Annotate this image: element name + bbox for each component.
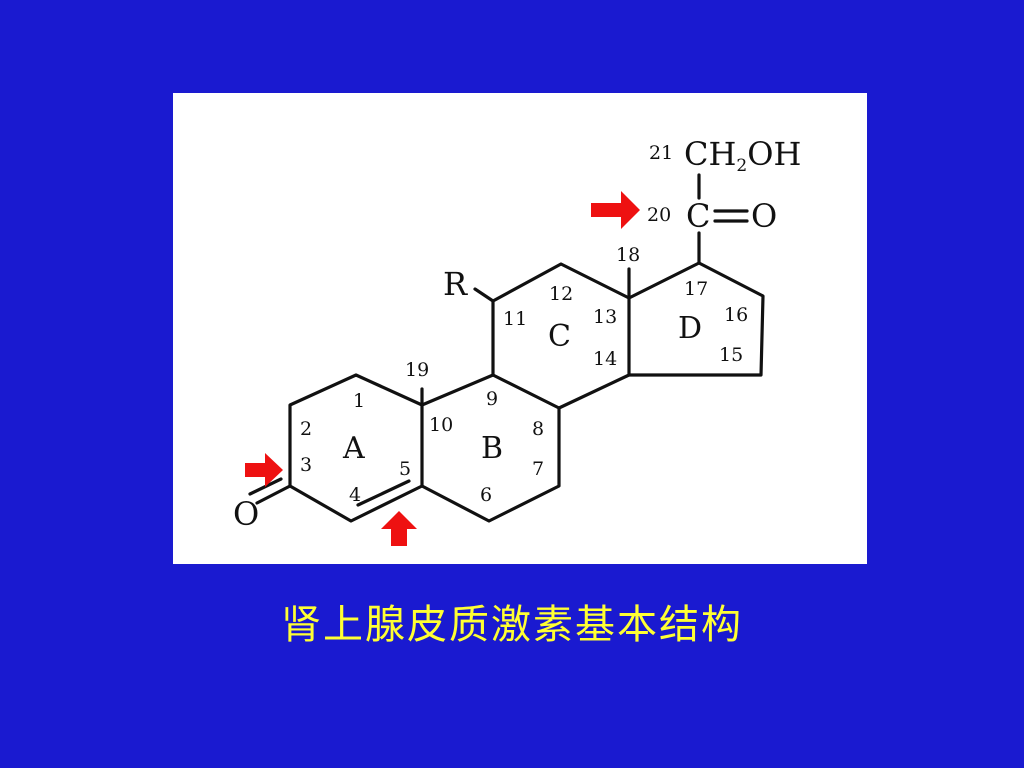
- oxygen-20: O: [751, 197, 777, 235]
- ring-c-bonds: [491, 262, 631, 410]
- position-5: 5: [399, 458, 411, 480]
- red-arrow-right-20: [591, 191, 640, 229]
- ring-letter-c: C: [548, 319, 571, 354]
- position-18: 18: [616, 244, 640, 266]
- position-15: 15: [719, 344, 743, 366]
- position-16: 16: [724, 304, 748, 326]
- steroid-skeleton-diagram: 1 2 3 4 5 6 7 8 9 10 11 12 13 14 15 16 1…: [233, 135, 801, 546]
- red-arrow-up-4-5: [381, 511, 417, 546]
- position-numbers: 1 2 3 4 5 6 7 8 9 10 11 12 13 14 15 16 1…: [300, 142, 748, 506]
- ring-letter-a: A: [342, 431, 365, 466]
- position-4: 4: [349, 484, 361, 506]
- ring-letters: A B C D: [342, 311, 702, 466]
- caption-text: 肾上腺皮质激素基本结构: [281, 602, 743, 648]
- position-3: 3: [300, 454, 312, 476]
- position-9: 9: [486, 388, 498, 410]
- position-14: 14: [593, 348, 617, 370]
- structure-panel: 1 2 3 4 5 6 7 8 9 10 11 12 13 14 15 16 1…: [173, 93, 867, 564]
- double-bond-4-5: [356, 479, 411, 507]
- position-19: 19: [405, 359, 429, 381]
- red-arrow-right-3: [245, 453, 283, 487]
- position-20: 20: [647, 204, 671, 226]
- ring-letter-d: D: [678, 311, 702, 346]
- atom-symbols: R O C O CH2OH: [233, 135, 801, 533]
- position-21: 21: [649, 142, 673, 164]
- position-2: 2: [300, 418, 312, 440]
- ring-b-bonds: [420, 373, 561, 523]
- position-8: 8: [532, 418, 544, 440]
- bond-3-oxygen-a: [255, 484, 292, 505]
- carbon-20: C: [686, 197, 710, 235]
- position-13: 13: [593, 306, 617, 328]
- position-12: 12: [549, 283, 573, 305]
- position-17: 17: [684, 278, 708, 300]
- r-bond: [473, 287, 495, 303]
- position-7: 7: [532, 458, 544, 480]
- position-11: 11: [503, 308, 527, 330]
- position-6: 6: [480, 484, 492, 506]
- bond-lines: [248, 173, 765, 523]
- ring-d-bonds: [627, 261, 765, 377]
- oxygen-3: O: [233, 495, 259, 533]
- side-chain-ch2oh: CH2OH: [684, 135, 801, 176]
- ring-letter-b: B: [481, 431, 503, 466]
- position-1: 1: [353, 390, 365, 412]
- position-10: 10: [429, 414, 453, 436]
- red-arrows: [245, 191, 640, 546]
- substituent-r: R: [443, 265, 468, 303]
